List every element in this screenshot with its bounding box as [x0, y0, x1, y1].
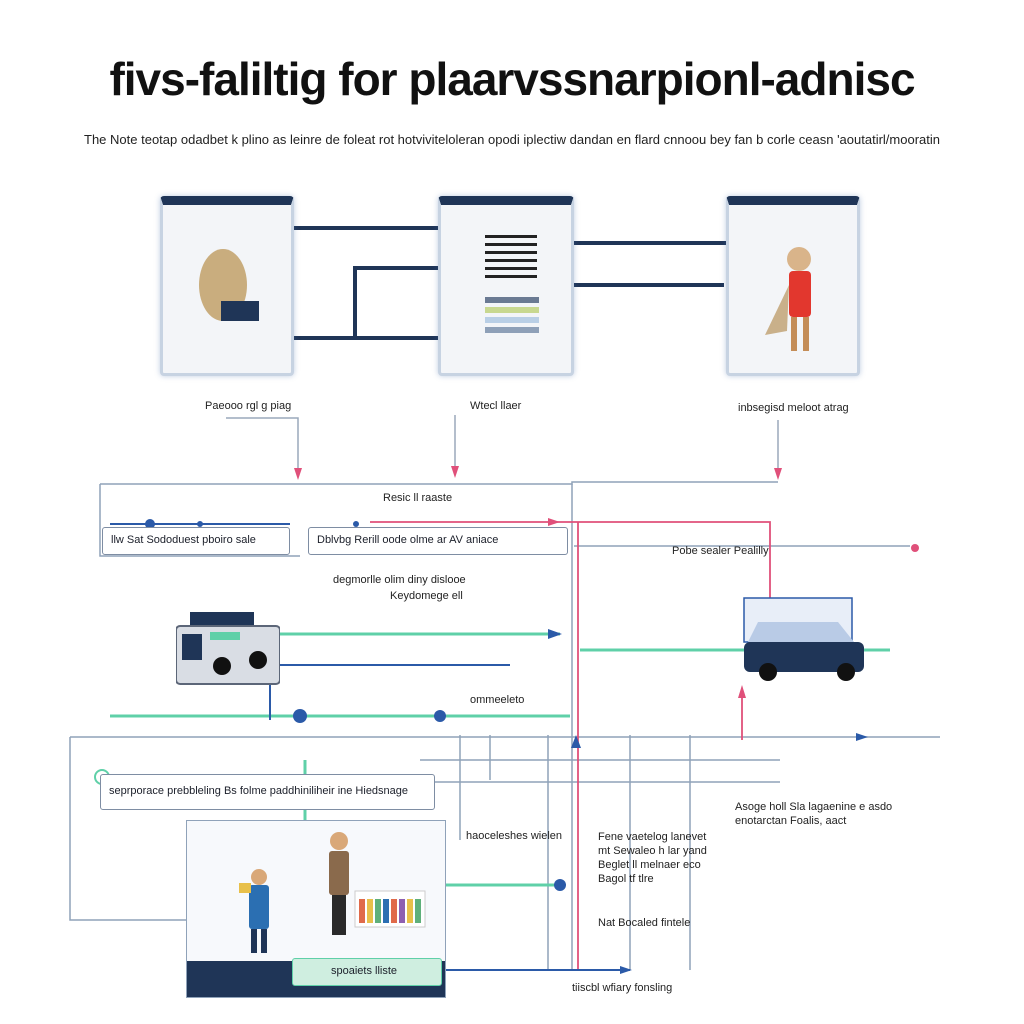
center-note-2: Keydomege ell: [390, 590, 463, 602]
machine-label: ommeeleto: [470, 694, 525, 706]
printer-icon: [175, 612, 281, 685]
flow-box-middle[interactable]: Dblvbg Rerill oode olme ar AV aniace: [308, 527, 568, 555]
delivery-van: [742, 594, 866, 682]
right-note: Asoge holl Sla lagaenine e asdo enotarct…: [735, 800, 892, 828]
card-middle[interactable]: [438, 196, 574, 376]
bottom-label-1-box[interactable]: spoaiets lliste: [292, 958, 442, 986]
card-left-label: Paeooo rgl g piag: [205, 400, 292, 412]
card-right[interactable]: [726, 196, 860, 376]
page-subtitle: The Note teotap odadbet k plino as leinr…: [84, 132, 940, 147]
flow-top-label: Resic ll raaste: [383, 492, 453, 504]
woman-icon: [765, 247, 811, 351]
van-icon: [743, 597, 864, 681]
center-note-1: degmorlle olim diny dislooe: [333, 574, 466, 586]
center-block-line-3: Beglet ll melnaer eco: [598, 859, 701, 871]
bottom-label-1: spoaiets lliste: [331, 965, 398, 977]
bottom-label-2: tiiscbl wfiary fonsling: [572, 982, 673, 994]
lower-label: haoceleshes wielen: [466, 830, 563, 842]
printer-machine: [175, 612, 281, 688]
card-middle-label: Wtecl llaer: [470, 400, 522, 412]
flow-right-label: Pobe sealer Pealilly: [672, 545, 769, 557]
person-icon: [199, 249, 259, 321]
center-block-line-2: mt Sewaleo h lar yand: [598, 845, 707, 857]
process-wide-box[interactable]: seprporace prebbleling Bs folme paddhini…: [100, 774, 435, 810]
right-note-line-2: enotarctan Foalis, aact: [735, 815, 847, 827]
center-block-5: Nat Bocaled fintele: [598, 917, 691, 929]
center-block: Fene vaetelog lanevet mt Sewaleo h lar y…: [598, 830, 707, 886]
center-block-line-1: Fene vaetelog lanevet: [598, 831, 707, 843]
page-title: fivs-faliltig for plaarvssnarpionl-adnis…: [109, 53, 915, 105]
right-note-line-1: Asoge holl Sla lagaenine e asdo: [735, 801, 893, 813]
center-block-line-4: Bagol tf tlre: [598, 873, 654, 885]
document-icon: [485, 235, 539, 333]
card-left[interactable]: [160, 196, 294, 376]
card-right-label: inbsegisd meloot atrag: [738, 402, 849, 414]
flow-box-left[interactable]: llw Sat Sododuest pboiro sale: [102, 527, 290, 555]
